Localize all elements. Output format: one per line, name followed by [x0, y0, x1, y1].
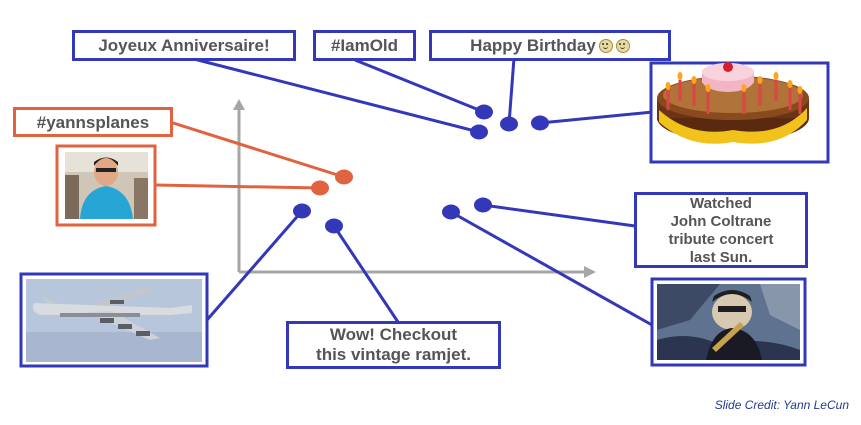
point-joyeux — [470, 124, 488, 140]
x-axis-arrow — [584, 266, 596, 278]
point-iamold — [475, 104, 493, 120]
point-plane — [293, 203, 311, 219]
connector-plane — [205, 210, 304, 321]
label-yannsplanes: #yannsplanes — [13, 107, 173, 137]
point-cake — [531, 115, 549, 131]
point-painting — [442, 204, 460, 220]
connector-yannsplanes — [169, 120, 345, 179]
label-iamold: #IamOld — [313, 30, 416, 61]
connector-painting — [450, 210, 653, 327]
connector-happy — [507, 57, 516, 125]
connector-photo — [154, 183, 321, 190]
connector-coltrane — [482, 203, 636, 228]
connector-cake — [539, 110, 654, 125]
label-ramjet-text: Wow! Checkout this vintage ramjet. — [316, 325, 471, 364]
point-ramjet — [325, 218, 343, 234]
label-yannsplanes-text: #yannsplanes — [36, 112, 150, 132]
slide-credit: Slide Credit: Yann LeCun — [714, 398, 849, 412]
point-photo — [311, 180, 329, 196]
point-yannsplanes — [335, 169, 353, 185]
y-axis-arrow — [233, 99, 245, 110]
label-happy-birthday: Happy Birthday — [429, 30, 671, 61]
label-ramjet: Wow! Checkout this vintage ramjet. — [286, 321, 501, 369]
connector-joyeux — [189, 56, 480, 134]
birthday-cake-image — [649, 61, 830, 164]
point-happy — [500, 116, 518, 132]
person-photo — [55, 144, 157, 227]
label-happy-text: Happy Birthday — [470, 36, 596, 55]
label-coltrane: Watched John Coltrane tribute concert la… — [634, 192, 808, 268]
connector-iamold — [354, 58, 485, 114]
point-coltrane — [474, 197, 492, 213]
saxophone-painting — [650, 277, 807, 367]
smiley-icon — [598, 38, 613, 53]
airplane-image — [19, 272, 209, 368]
label-coltrane-text: Watched John Coltrane tribute concert la… — [668, 195, 774, 266]
label-joyeux-text: Joyeux Anniversaire! — [98, 36, 270, 55]
connector-ramjet — [332, 225, 400, 323]
smiley-icon — [615, 38, 630, 53]
label-iamold-text: #IamOld — [330, 36, 399, 55]
label-joyeux-anniversaire: Joyeux Anniversaire! — [72, 30, 296, 61]
